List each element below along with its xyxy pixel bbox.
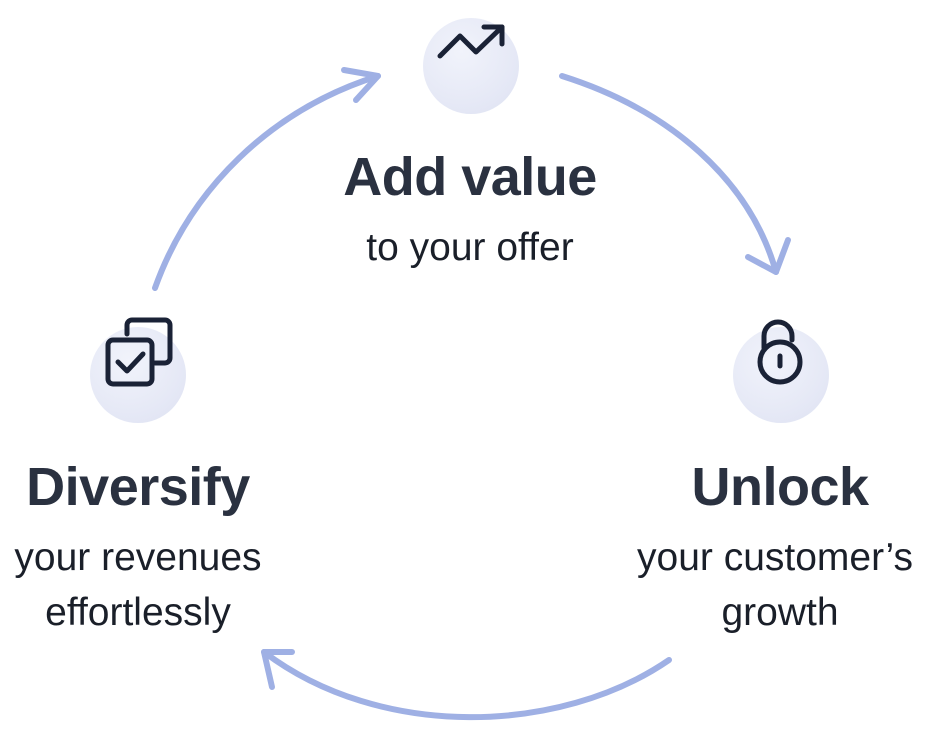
unlocked-padlock-icon [757, 319, 803, 385]
trending-up-icon [437, 24, 505, 59]
add-value-title: Add value [343, 147, 597, 207]
diversify-subtitle-line2: effortlessly [45, 591, 231, 634]
diversify-subtitle-line1: your revenues [14, 536, 262, 579]
arrow-diversify-to-add-value [152, 73, 381, 291]
unlock-title: Unlock [691, 457, 869, 517]
unlock-subtitle-line1: your customer’s [637, 536, 913, 579]
arrow-add-value-to-unlock [559, 73, 779, 275]
diversify-title: Diversify [26, 457, 250, 517]
add-value-subtitle: to your offer [366, 226, 574, 269]
arrowhead-unlock [745, 237, 791, 275]
arrowhead-diversify [261, 649, 295, 690]
unlock-subtitle-line2: growth [721, 591, 839, 634]
copy-checkbox-icon [105, 317, 173, 387]
arrowhead-add-value [341, 67, 381, 103]
arrow-unlock-to-diversify [261, 649, 672, 721]
